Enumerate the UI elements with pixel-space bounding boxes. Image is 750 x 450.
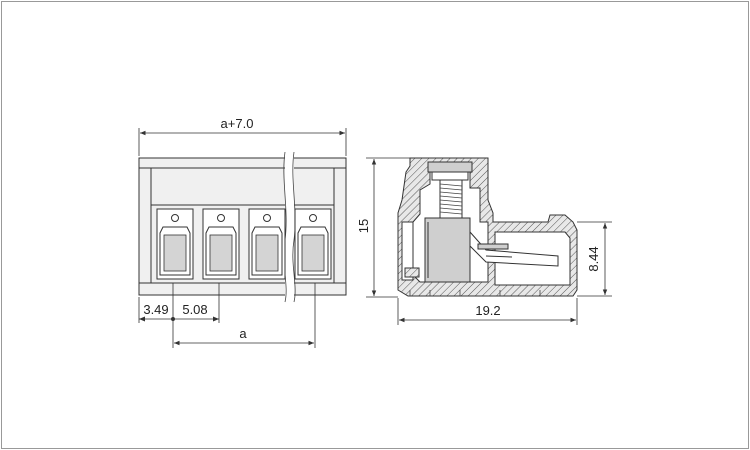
dim-pitch: 3.49 5.08 — [138, 283, 220, 348]
terminal-slot — [202, 208, 240, 280]
dim-span: a — [174, 283, 316, 348]
side-view: 15 19.2 8.44 — [356, 157, 612, 325]
terminal-slot — [248, 208, 286, 280]
dim-height: 15 — [356, 157, 410, 298]
front-view: a+7.0 3.49 5.08 a — [138, 116, 347, 348]
terminal-slot — [294, 208, 332, 280]
pin-height-label: 8.44 — [586, 246, 601, 271]
height-label: 15 — [356, 219, 371, 233]
clamp-block — [424, 217, 471, 283]
pitch-label: 5.08 — [182, 302, 207, 317]
edge-offset-label: 3.49 — [143, 302, 168, 317]
overall-width-label: a+7.0 — [221, 116, 254, 131]
terminal-slot — [156, 208, 194, 280]
depth-label: 19.2 — [475, 303, 500, 318]
pin — [469, 230, 559, 267]
dim-pin-height: 8.44 — [577, 221, 612, 297]
span-label: a — [239, 326, 247, 341]
dim-depth: 19.2 — [397, 298, 578, 325]
dim-overall-width: a+7.0 — [138, 116, 347, 156]
